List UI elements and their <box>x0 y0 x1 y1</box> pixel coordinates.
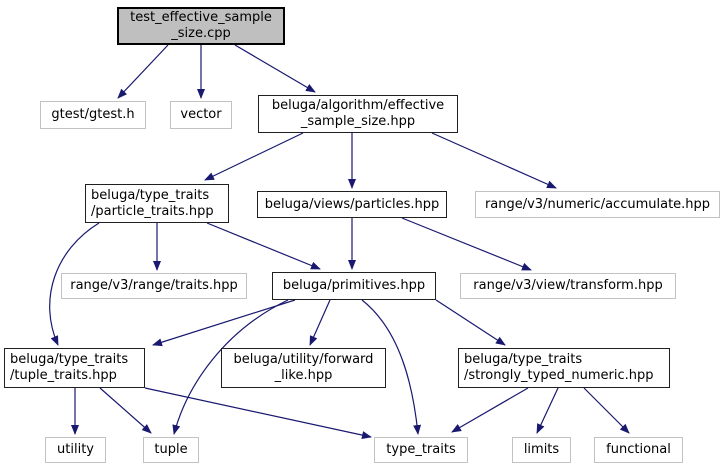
node-label: functional <box>606 442 671 457</box>
edge-ess-accumulate <box>431 132 557 189</box>
node-label: tuple <box>154 442 188 457</box>
edge-primitives-tuple-traits <box>152 299 296 347</box>
node-range-traits-hpp: range/v3/range/traits.hpp <box>61 273 247 299</box>
node-label-line2: /strongly_typed_numeric.hpp <box>464 368 654 383</box>
node-particle-traits-hpp[interactable]: beluga/type_traits /particle_traits.hpp <box>85 184 229 223</box>
node-label-line1: beluga/algorithm/effective <box>271 98 445 113</box>
node-label: type_traits <box>386 442 456 457</box>
node-accumulate-hpp: range/v3/numeric/accumulate.hpp <box>475 191 720 218</box>
edge-root-effective-sample-size <box>234 44 316 93</box>
node-strongly-typed-numeric-hpp[interactable]: beluga/type_traits /strongly_typed_numer… <box>458 348 670 388</box>
node-label: gtest/gtest.h <box>51 107 135 122</box>
node-label: range/v3/numeric/accumulate.hpp <box>484 196 711 212</box>
edge-primitives-strongly <box>435 299 506 346</box>
node-label: beluga/views/particles.hpp <box>264 196 440 212</box>
node-label-line1: beluga/type_traits <box>91 187 210 203</box>
edge-tuple-traits-tuple <box>99 387 152 434</box>
edge-particle-traits-tuple-traits <box>49 222 100 346</box>
edge-strongly-functional <box>583 387 630 434</box>
node-primitives-hpp[interactable]: beluga/primitives.hpp <box>272 272 436 300</box>
edge-strongly-limits <box>536 387 559 434</box>
node-label-line1: test_effective_sample <box>130 10 272 25</box>
edge-particle-traits-primitives <box>206 222 321 270</box>
node-label-line1: beluga/type_traits <box>464 352 583 367</box>
node-label: range/v3/view/transform.hpp <box>473 278 663 293</box>
node-type-traits: type_traits <box>374 437 468 463</box>
edge-primitives-tuple <box>172 299 289 435</box>
node-vector: vector <box>170 101 232 129</box>
edge-ess-particle-traits <box>204 132 304 181</box>
node-label-line2: _sample_size.hpp <box>300 114 416 129</box>
edge-primitives-type-traits <box>361 299 422 435</box>
node-effective-sample-size-hpp[interactable]: beluga/algorithm/effective _sample_size.… <box>258 95 458 133</box>
node-gtest-gtest-h: gtest/gtest.h <box>40 101 146 129</box>
node-label: limits <box>523 442 560 457</box>
edge-primitives-forward-like <box>309 299 331 346</box>
node-forward-like-hpp[interactable]: beluga/utility/forward _like.hpp <box>221 348 386 388</box>
node-functional: functional <box>594 437 683 463</box>
node-label: vector <box>180 107 222 122</box>
node-label-line1: beluga/utility/forward <box>233 352 374 367</box>
node-particles-hpp[interactable]: beluga/views/particles.hpp <box>257 191 447 218</box>
node-tuple: tuple <box>143 437 199 463</box>
node-label: beluga/primitives.hpp <box>282 278 426 293</box>
edge-tuple-traits-type-traits <box>144 387 372 440</box>
node-label-line2: _size.cpp <box>171 26 231 41</box>
node-label-line2: /tuple_traits.hpp <box>10 368 117 383</box>
node-label: utility <box>57 442 94 457</box>
node-label: range/v3/range/traits.hpp <box>70 278 238 293</box>
node-tuple-traits-hpp[interactable]: beluga/type_traits /tuple_traits.hpp <box>4 348 145 388</box>
node-transform-hpp: range/v3/view/transform.hpp <box>460 273 676 299</box>
node-label-line1: beluga/type_traits <box>10 352 129 367</box>
node-test-effective-sample-size-cpp: test_effective_sample _size.cpp <box>117 7 285 45</box>
edge-particles-transform <box>401 217 532 271</box>
node-label-line2: _like.hpp <box>274 368 333 383</box>
edge-strongly-type-traits <box>451 387 529 433</box>
node-utility: utility <box>45 437 106 463</box>
edge-root-gtest <box>117 44 169 99</box>
node-limits: limits <box>512 437 571 463</box>
node-label-line2: /particle_traits.hpp <box>91 203 214 219</box>
